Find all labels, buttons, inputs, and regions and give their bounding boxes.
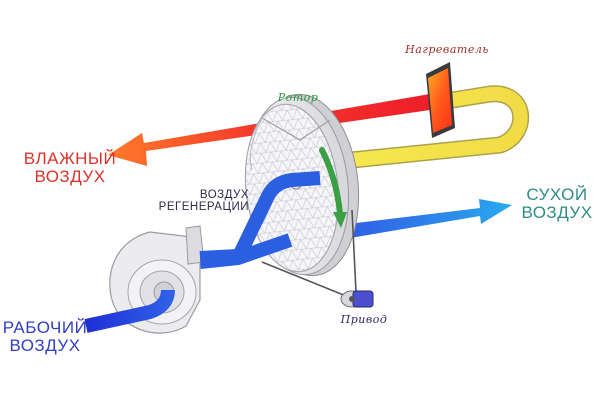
wet-air-label: ВЛАЖНЫЙ ВОЗДУХ (23, 149, 117, 186)
dry-air-label: СУХОЙ ВОЗДУХ (521, 185, 593, 222)
regen-duct (199, 171, 321, 269)
process-air-label: РАБОЧИЙ ВОЗДУХ (2, 318, 88, 355)
dry-air-arrow (348, 199, 512, 238)
rotor-label: Ротор (277, 91, 319, 104)
drive-icon (261, 209, 374, 308)
heater-label: Нагреватель (405, 43, 489, 56)
heater-icon (426, 62, 455, 138)
drive-label: Привод (340, 313, 388, 326)
regen-air-label: ВОЗДУХ РЕГЕНЕРАЦИИ (158, 189, 249, 214)
process-air-arrow (84, 249, 239, 333)
